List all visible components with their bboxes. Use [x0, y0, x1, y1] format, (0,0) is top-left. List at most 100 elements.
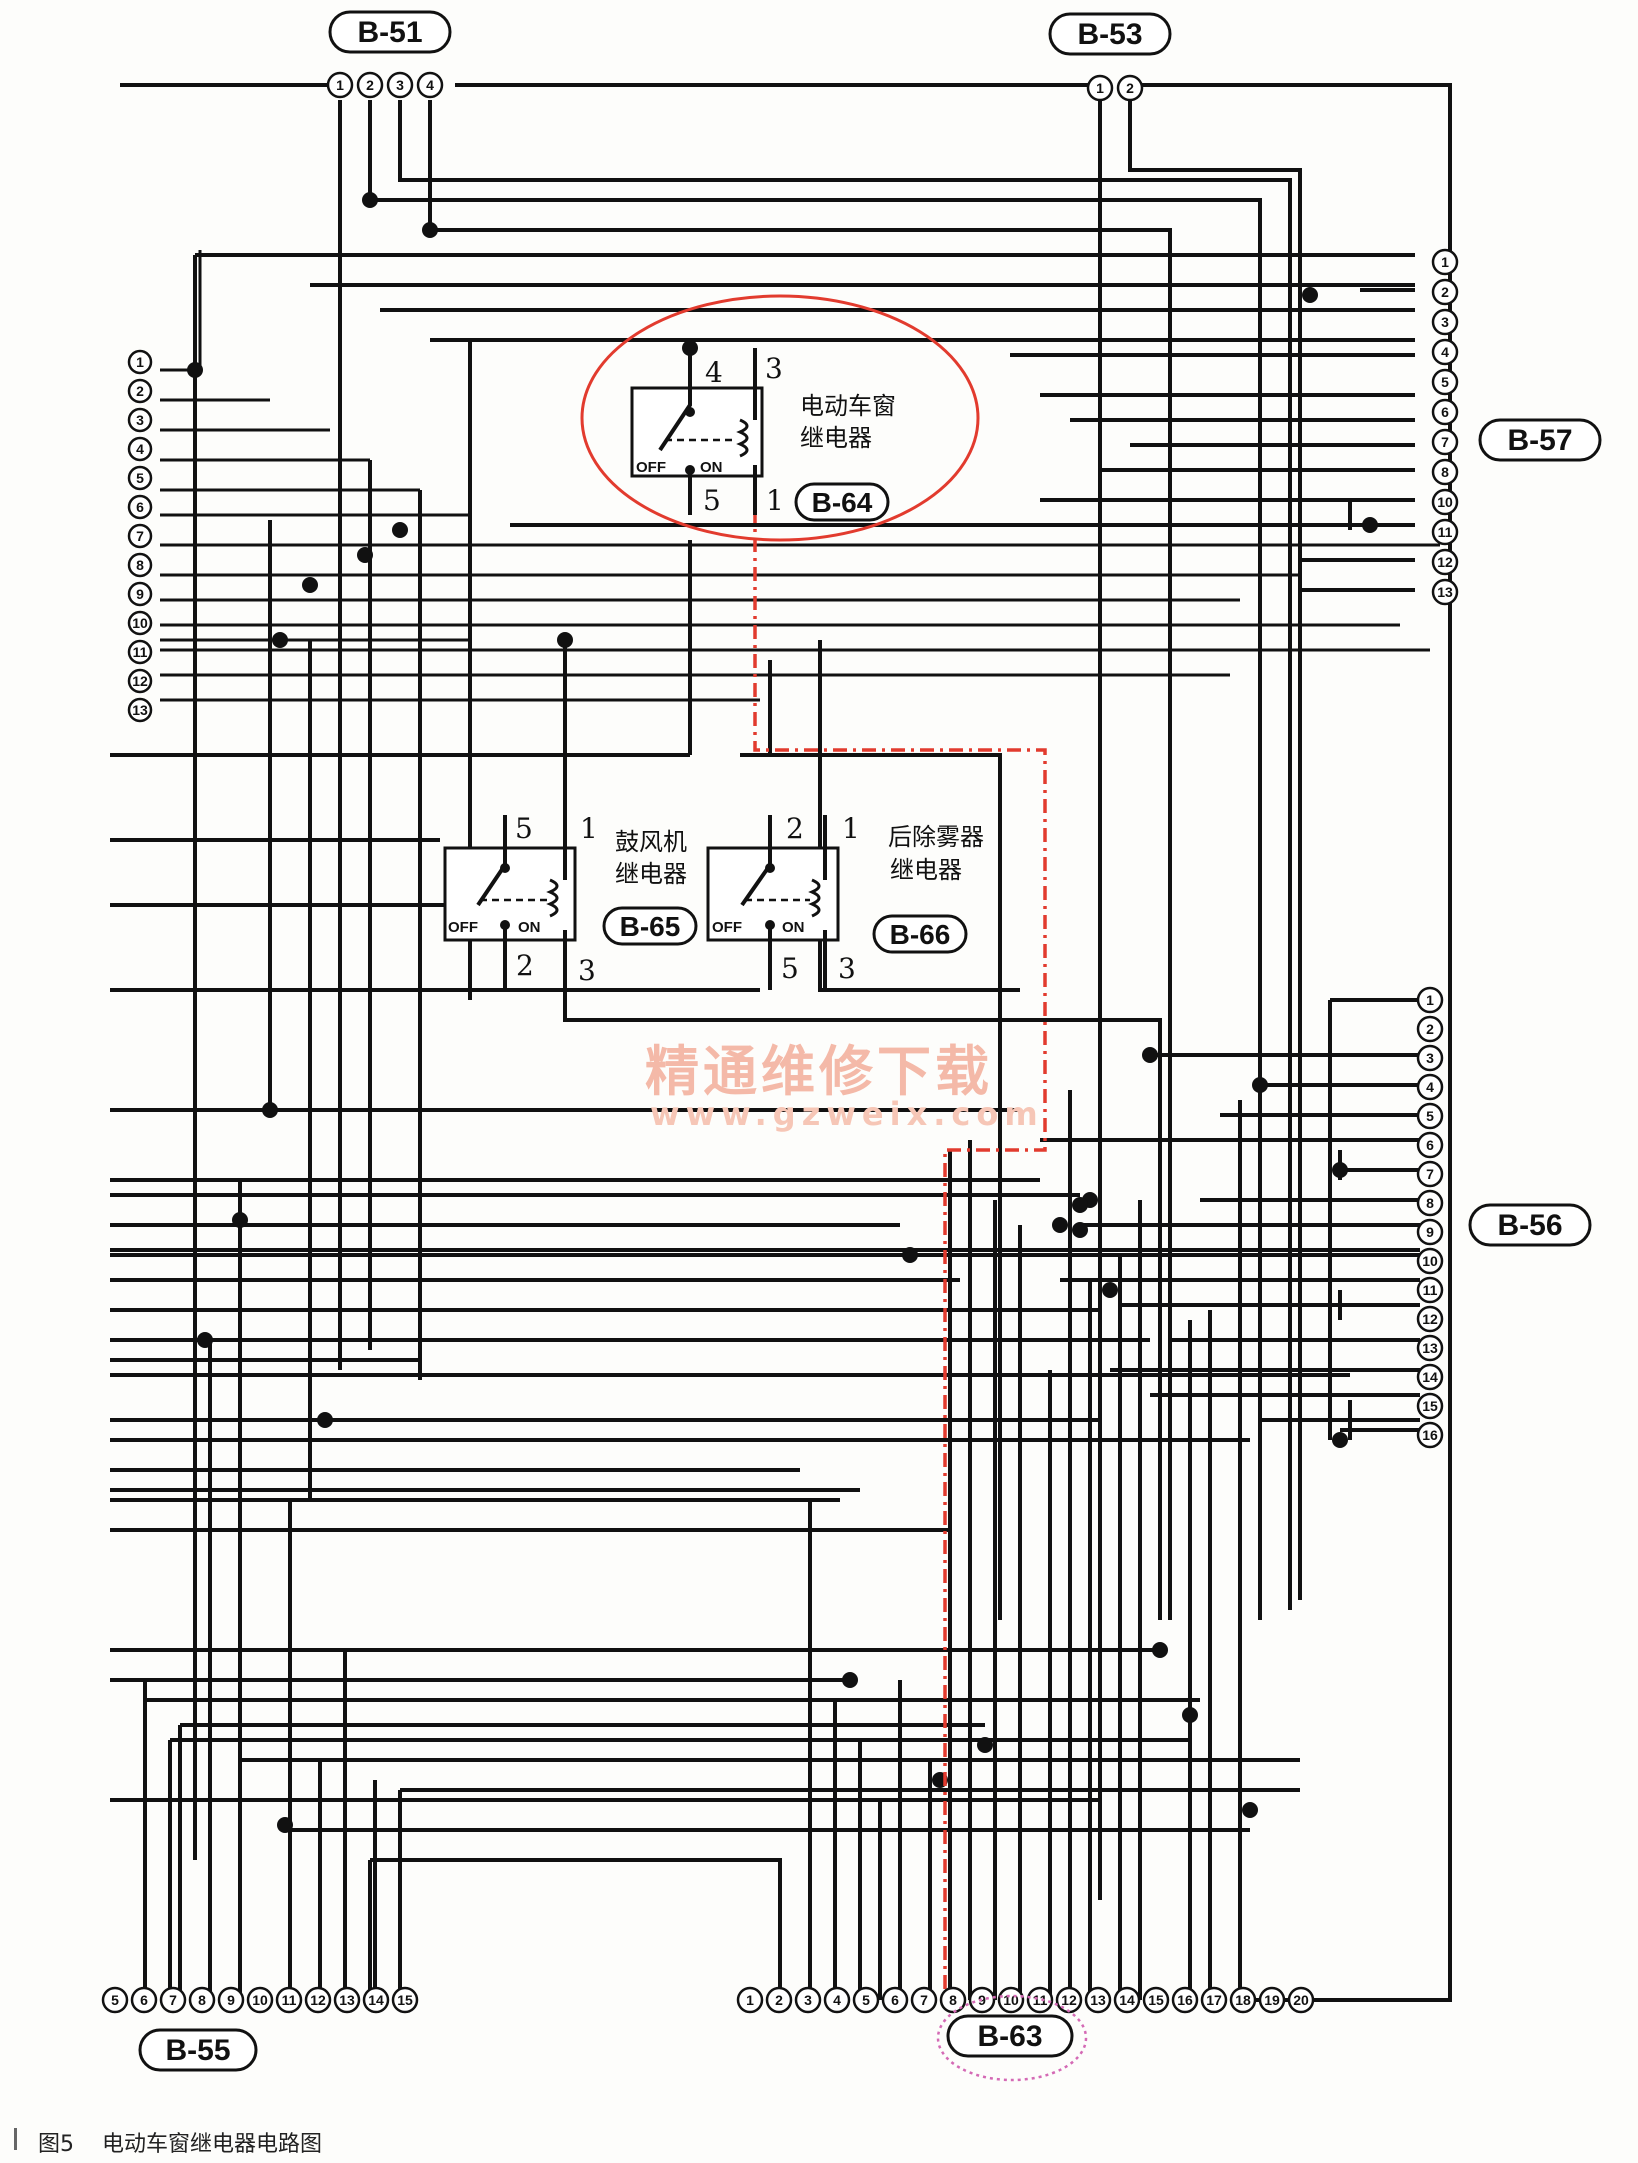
connector-left-pin: 5: [136, 470, 144, 486]
connector-b57-pin: 1: [1441, 254, 1449, 270]
connector-left-pin: 7: [136, 528, 144, 544]
relay-b65-term-b: 1: [580, 812, 598, 845]
connector-b55-pin: 6: [140, 1992, 148, 2008]
connector-b51-pin: 4: [426, 77, 434, 93]
connector-b56-label: B-56: [1497, 1209, 1562, 1242]
connector-b63-pin: 3: [804, 1992, 812, 2008]
connector-b63-pin: 12: [1061, 1992, 1077, 2008]
connector-b57-pin: 13: [1437, 584, 1453, 600]
connector-b56-pin: 8: [1426, 1195, 1434, 1211]
relay-b66-term-d: 3: [838, 952, 856, 985]
relay-b66-term-b: 1: [842, 812, 860, 845]
connector-b55-label: B-55: [165, 2034, 230, 2067]
connector-b63-pin: 17: [1206, 1992, 1222, 2008]
connector-b63-pin: 10: [1003, 1992, 1019, 2008]
connector-b51: B-51 1 2 3 4: [326, 10, 452, 99]
connector-left: 1 2 3 4 5 6 7 8 9 10 11 12 13: [127, 349, 153, 723]
connector-b63-pin: 19: [1264, 1992, 1280, 2008]
connector-b51-pin: 3: [396, 77, 404, 93]
connector-b57-pin: 11: [1438, 524, 1453, 540]
relay-b66-id: B-66: [890, 919, 951, 950]
relay-b66-off: OFF: [712, 919, 742, 936]
connector-left-pin: 10: [132, 615, 148, 631]
connector-b56-pin: 5: [1426, 1108, 1434, 1124]
connector-b57-pin: 3: [1441, 314, 1449, 330]
caption-text: 电动车窗继电器电路图: [102, 2132, 323, 2157]
connector-left-pin: 13: [132, 702, 148, 718]
connector-b57-pin: 8: [1441, 464, 1449, 480]
connector-b53: B-53 1 2: [1048, 12, 1172, 102]
connector-b55-pin: 13: [339, 1992, 355, 2008]
connector-b55-pin: 15: [397, 1992, 413, 2008]
connector-b55-pin: 5: [111, 1992, 119, 2008]
connector-b57-pin: 12: [1437, 554, 1453, 570]
connector-b55: 5 6 7 8 9 10 11 12 13 14 15 B-55: [101, 1986, 419, 2072]
connector-b56-pin: 13: [1422, 1340, 1438, 1356]
connector-b63-pin: 16: [1177, 1992, 1193, 2008]
connector-b55-pin: 11: [282, 1992, 297, 2008]
connector-b57-pin: 7: [1441, 434, 1449, 450]
relay-b64-id: B-64: [812, 487, 873, 518]
relay-b64-term-d: 1: [766, 484, 784, 517]
relay-b65-term-a: 5: [515, 812, 533, 845]
connector-b63-pin: 5: [862, 1992, 870, 2008]
connector-b63-label: B-63: [977, 2020, 1042, 2053]
connector-left-pin: 11: [133, 644, 148, 660]
watermark: 精通维修下载 www.gzweix.com: [645, 1040, 1044, 1133]
relay-b66-name-2: 继电器: [890, 856, 962, 884]
relay-b64-term-b: 3: [765, 352, 783, 385]
relay-b64-off: OFF: [636, 459, 666, 476]
connector-b56-pin: 14: [1422, 1369, 1438, 1385]
caption-bar: [14, 2128, 17, 2150]
connector-b56-pin: 4: [1426, 1079, 1434, 1095]
relay-b65: 5 1 2 3 OFF ON 鼓风机 继电器 B-65: [443, 812, 698, 1020]
connector-b57-pin: 4: [1441, 344, 1449, 360]
connector-left-pin: 4: [136, 441, 144, 457]
connector-b63-pin: 7: [920, 1992, 928, 2008]
relay-b65-name-2: 继电器: [615, 860, 687, 888]
relay-b64-term-a: 4: [705, 356, 723, 389]
relay-b65-off: OFF: [448, 919, 478, 936]
relay-b64-name-1: 电动车窗: [800, 392, 896, 420]
connector-left-pin: 8: [136, 557, 144, 573]
connector-b55-pin: 7: [169, 1992, 177, 2008]
relay-b66-term-a: 2: [786, 812, 804, 845]
highlight-ellipse-b64: [580, 294, 980, 542]
connector-b56-pin: 2: [1426, 1021, 1434, 1037]
connector-b56-pin: 3: [1426, 1050, 1434, 1066]
connector-b63-pin: 15: [1148, 1992, 1164, 2008]
connector-b63-pin: 18: [1235, 1992, 1251, 2008]
connector-left-pin: 2: [136, 383, 144, 399]
connector-b56: B-56 1 2 3 4 5 6 7 8 9 10 11 12 13 14 15…: [1416, 986, 1592, 1449]
watermark-url: www.gzweix.com: [650, 1095, 1044, 1133]
relay-b64-term-c: 5: [703, 484, 721, 517]
connector-b51-pin: 2: [366, 77, 374, 93]
relay-b66-name-1: 后除雾器: [888, 823, 984, 851]
relay-b66-term-c: 5: [781, 952, 799, 985]
connector-left-pin: 12: [132, 673, 148, 689]
relay-b64: 4 3 5 1 OFF ON 电动车窗 继电器 B-64: [580, 294, 980, 542]
connector-b63-pin: 20: [1293, 1992, 1309, 2008]
connector-b56-pin: 12: [1422, 1311, 1438, 1327]
highlight-path: [753, 480, 1047, 2000]
connector-b51-pin: 1: [336, 77, 344, 93]
connector-b63: 1 2 3 4 5 6 7 8 9 10 11 12 13 14 15 16 1…: [736, 1986, 1315, 2082]
connector-b63-pin: 4: [833, 1992, 841, 2008]
connector-b56-pin: 15: [1422, 1398, 1438, 1414]
connector-b56-pin: 1: [1426, 992, 1434, 1008]
connector-b51-label: B-51: [357, 16, 422, 49]
connector-b63-pin: 11: [1033, 1992, 1048, 2008]
connector-b57-pin: 5: [1441, 374, 1449, 390]
connector-b55-pin: 12: [310, 1992, 326, 2008]
connector-left-pin: 3: [136, 412, 144, 428]
connector-b53-label: B-53: [1077, 18, 1142, 51]
connector-b57: B-57 1 2 3 4 5 6 7 8 10 11 12 13: [1431, 248, 1602, 606]
connector-b56-pin: 7: [1426, 1166, 1434, 1182]
connector-b56-pin: 9: [1426, 1224, 1434, 1240]
connector-b55-pin: 8: [198, 1992, 206, 2008]
highlight-ellipse-b63: [936, 1994, 1088, 2082]
relay-b65-id: B-65: [620, 911, 681, 942]
relay-b65-term-d: 3: [578, 954, 596, 987]
